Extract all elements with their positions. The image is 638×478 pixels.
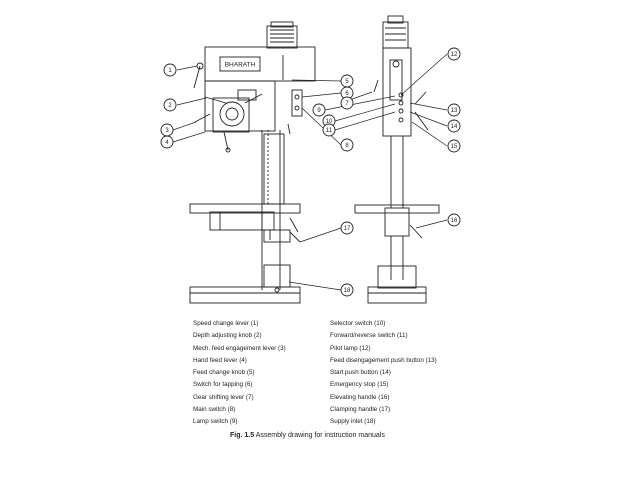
callout-2: 2 bbox=[168, 103, 172, 109]
legend-item: Gear shifting lever (7) bbox=[193, 393, 254, 401]
legend-item: Supply inlet (18) bbox=[330, 418, 376, 426]
callout-12: 12 bbox=[451, 52, 458, 58]
side-base bbox=[367, 265, 427, 304]
callout-8: 8 bbox=[345, 143, 349, 149]
callout-15: 15 bbox=[451, 144, 458, 150]
legend-item: Speed change lever (1) bbox=[193, 320, 259, 327]
side-column bbox=[354, 136, 440, 280]
legend-item: Depth adjusting knob (2) bbox=[193, 332, 262, 340]
side-motor bbox=[382, 15, 409, 49]
legend-item: Forward/reverse switch (11) bbox=[330, 332, 408, 340]
legend-item: Selector switch (10) bbox=[330, 320, 386, 327]
machine-badge: BHARATH bbox=[225, 62, 256, 69]
legend-item: Lamp switch (9) bbox=[193, 418, 238, 426]
front-motor bbox=[266, 21, 298, 49]
front-table bbox=[189, 203, 301, 243]
figure-caption-text: Assembly drawing for instruction manuals bbox=[255, 432, 385, 439]
legend-item: Emergency stop (15) bbox=[330, 381, 389, 389]
callout-numbers: 1 2 3 4 5 6 7 8 9 10 11 12 13 14 15 16 1… bbox=[165, 52, 458, 294]
side-view bbox=[354, 15, 440, 304]
legend-item: Clamping handle (17) bbox=[330, 406, 391, 414]
legend-item: Main switch (8) bbox=[193, 406, 236, 414]
legend-item: Start push button (14) bbox=[330, 369, 391, 377]
legend-item: Pilot lamp (12) bbox=[330, 344, 371, 352]
callout-9: 9 bbox=[317, 108, 321, 114]
callout-3: 3 bbox=[165, 128, 169, 134]
callout-16: 16 bbox=[451, 218, 458, 224]
figure-caption-label: Fig. 1.5 bbox=[230, 432, 255, 439]
leader-lines bbox=[172, 53, 448, 291]
callout-circles bbox=[160, 47, 461, 297]
callout-1: 1 bbox=[168, 68, 172, 74]
legend-item: Mech. feed engagement lever (3) bbox=[193, 344, 286, 352]
callout-13: 13 bbox=[451, 108, 458, 114]
callout-4: 4 bbox=[165, 140, 169, 146]
callout-11: 11 bbox=[326, 128, 333, 134]
front-view bbox=[189, 21, 316, 304]
front-column bbox=[261, 89, 303, 290]
legend-item: Elevating handle (16) bbox=[330, 393, 390, 401]
callout-5: 5 bbox=[345, 79, 349, 85]
legend-item: Hand feed lever (4) bbox=[193, 356, 247, 364]
figure-caption: Fig. 1.5 Assembly drawing for instructio… bbox=[230, 432, 385, 439]
callout-10: 10 bbox=[326, 119, 333, 125]
legend-item: Switch for tapping (6) bbox=[193, 381, 253, 389]
callout-6: 6 bbox=[345, 91, 349, 97]
front-base bbox=[189, 264, 301, 304]
callout-14: 14 bbox=[451, 124, 458, 130]
callout-7: 7 bbox=[345, 101, 349, 107]
front-head bbox=[193, 46, 316, 153]
callout-18: 18 bbox=[344, 288, 351, 294]
legend-right-column: Selector switch (10) Forward/reverse swi… bbox=[330, 318, 437, 429]
legend-item: Feed change knob (5) bbox=[193, 369, 255, 377]
legend-left-column: Speed change lever (1) Depth adjusting k… bbox=[193, 318, 286, 429]
legend-item: Feed disengagement push button (13) bbox=[330, 356, 437, 364]
callout-17: 17 bbox=[344, 226, 351, 232]
side-head bbox=[373, 47, 429, 137]
